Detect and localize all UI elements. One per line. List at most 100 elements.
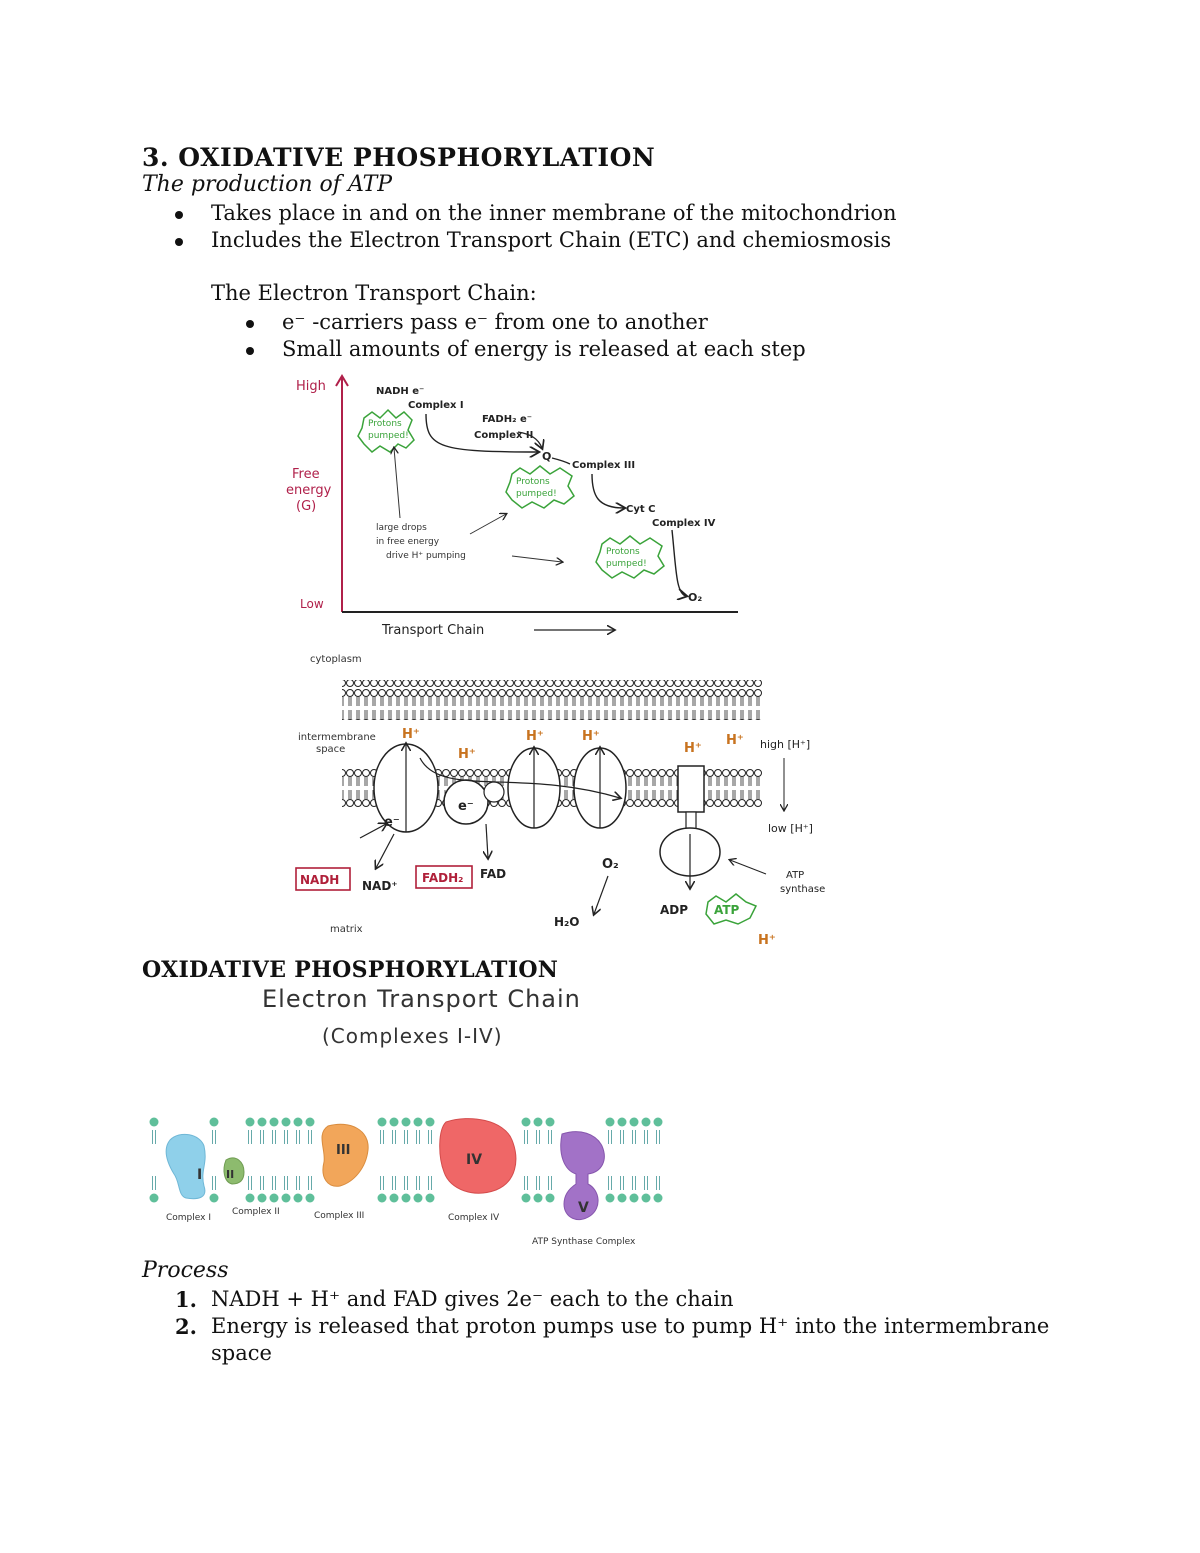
list-item: 1.NADH + H⁺ and FAD gives 2e⁻ each to th… <box>175 1287 734 1312</box>
low-h-label: low [H⁺] <box>768 822 813 835</box>
complex-3-caption: Complex III <box>314 1211 364 1221</box>
complex-5-numeral: V <box>578 1200 589 1216</box>
h-plus-label: H⁺ <box>582 729 600 744</box>
electron-label: e⁻ <box>458 799 474 814</box>
o2-label: O₂ <box>602 857 619 872</box>
etc-handwritten-subtitle: (Complexes I-IV) <box>322 1024 503 1048</box>
bullet-icon <box>246 347 254 355</box>
y-axis-arrow-icon <box>335 374 349 387</box>
nadh-label: NADH <box>300 873 339 887</box>
outer-membrane <box>342 680 762 720</box>
h-plus-label: H⁺ <box>684 741 702 756</box>
o2-label: O₂ <box>688 591 702 604</box>
svg-text:Protons: Protons <box>516 477 550 487</box>
protons-pumped-burst-2: Protons pumped! <box>505 465 575 509</box>
note-line-2: in free energy <box>376 537 440 547</box>
fad-label: FAD <box>480 867 506 881</box>
etc-heading: The Electron Transport Chain: <box>211 281 537 305</box>
complex-3-shape <box>321 1123 369 1187</box>
list-item: 2.Energy is released that proton pumps u… <box>175 1314 1050 1365</box>
y-label-energy: energy <box>286 483 332 498</box>
water-arrow <box>594 875 609 914</box>
svg-text:Protons: Protons <box>606 547 640 557</box>
note-arrow-2 <box>469 514 506 535</box>
process-label: Process <box>142 1258 229 1283</box>
section2-title: OXIDATIVE PHOSPHORYLATION <box>142 957 559 983</box>
complex2-label: Complex II <box>474 430 533 441</box>
electron-path-3 <box>551 457 571 465</box>
complex-2-numeral: II <box>226 1168 234 1181</box>
h-plus-label: H⁺ <box>526 729 544 744</box>
nad-arrow <box>376 833 395 868</box>
page-title: 3. OXIDATIVE PHOSPHORYLATION <box>142 143 656 172</box>
nad-plus-label: NAD⁺ <box>362 879 398 893</box>
synthase-pointer <box>730 860 767 875</box>
complex1-label: Complex I <box>408 400 464 411</box>
complexes-figure: I II III IV V Complex I Complex II Compl… <box>149 1117 663 1247</box>
free-energy-diagram: High Free energy (G) Low NADH e⁻ Complex… <box>286 374 738 638</box>
electron-flow-arrow <box>419 757 620 798</box>
complex-5-caption: ATP Synthase Complex <box>532 1237 636 1247</box>
electron-path-2 <box>517 431 542 448</box>
y-label-free: Free <box>292 467 320 482</box>
h-plus-matrix-label: H⁺ <box>758 933 776 948</box>
fadh2-e-label: FADH₂ e⁻ <box>482 414 532 425</box>
y-high-label: High <box>296 379 326 394</box>
protons-pumped-burst-1: Protons pumped! <box>357 408 415 453</box>
y-low-label: Low <box>300 597 324 611</box>
atp-synthase-label-2: synthase <box>780 884 825 895</box>
fadh2-box <box>415 865 473 889</box>
svg-text:pumped!: pumped! <box>606 559 647 569</box>
electron-path-5 <box>671 529 686 596</box>
matrix-label: matrix <box>330 924 363 935</box>
lipid-bilayer <box>149 1117 663 1203</box>
high-h-label: high [H⁺] <box>760 738 810 751</box>
svg-text:pumped!: pumped! <box>368 431 409 441</box>
q-carrier-shape <box>483 781 505 803</box>
page-subtitle: The production of ATP <box>142 172 393 197</box>
h-plus-label: H⁺ <box>726 733 744 748</box>
complex-4-numeral: IV <box>466 1152 482 1168</box>
list-item: e⁻ -carriers pass e⁻ from one to another <box>246 309 806 336</box>
fadh2-label: FADH₂ <box>422 871 463 885</box>
adp-label: ADP <box>660 903 688 917</box>
list-item: Includes the Electron Transport Chain (E… <box>175 227 897 254</box>
complex-4-caption: Complex IV <box>448 1213 500 1223</box>
electron-path-1 <box>425 413 538 452</box>
list-item: Takes place in and on the inner membrane… <box>175 200 897 227</box>
x-axis-label: Transport Chain <box>381 623 484 638</box>
atp-label: ATP <box>714 903 740 917</box>
bullet-icon <box>175 238 183 246</box>
cytoplasm-label: cytoplasm <box>310 654 362 665</box>
y-label-g: (G) <box>296 499 316 514</box>
intermembrane-label: intermembrane <box>298 732 376 743</box>
atp-synthase-label-1: ATP <box>786 870 804 881</box>
complex4-label: Complex IV <box>652 518 716 529</box>
complex-2-caption: Complex II <box>232 1207 280 1217</box>
protons-pumped-burst-3: Protons pumped! <box>595 535 665 579</box>
complex-4-shape <box>439 1118 517 1194</box>
nadh-arrow <box>359 824 386 839</box>
etc-handwritten-title: Electron Transport Chain <box>262 985 581 1013</box>
intro-bullet-list: Takes place in and on the inner membrane… <box>175 200 897 254</box>
atp-synthase-channel <box>677 765 705 813</box>
svg-text:Protons: Protons <box>368 419 402 429</box>
complex3-label: Complex III <box>572 460 635 471</box>
atp-burst <box>705 893 758 925</box>
h2o-label: H₂O <box>554 915 580 929</box>
membrane-diagram: cytoplasm intermembrane space H⁺ H⁺ H⁺ H… <box>295 654 825 948</box>
note-arrow-1 <box>394 448 401 519</box>
note-line-3: drive H⁺ pumping <box>386 551 466 561</box>
complex-5-shape <box>560 1131 605 1220</box>
complex-1-shape <box>165 1133 206 1200</box>
nadh-box <box>295 867 351 891</box>
fad-arrow <box>486 823 488 858</box>
bullet-icon <box>246 320 254 328</box>
etc-bullet-list: e⁻ -carriers pass e⁻ from one to another… <box>246 309 806 363</box>
list-item: Small amounts of energy is released at e… <box>246 336 806 363</box>
nadh-e-label: NADH e⁻ <box>376 386 424 397</box>
q-label: Q <box>542 450 551 463</box>
complex-1-numeral: I <box>197 1167 202 1183</box>
complex-2-shape <box>223 1157 245 1185</box>
svg-text:pumped!: pumped! <box>516 489 557 499</box>
